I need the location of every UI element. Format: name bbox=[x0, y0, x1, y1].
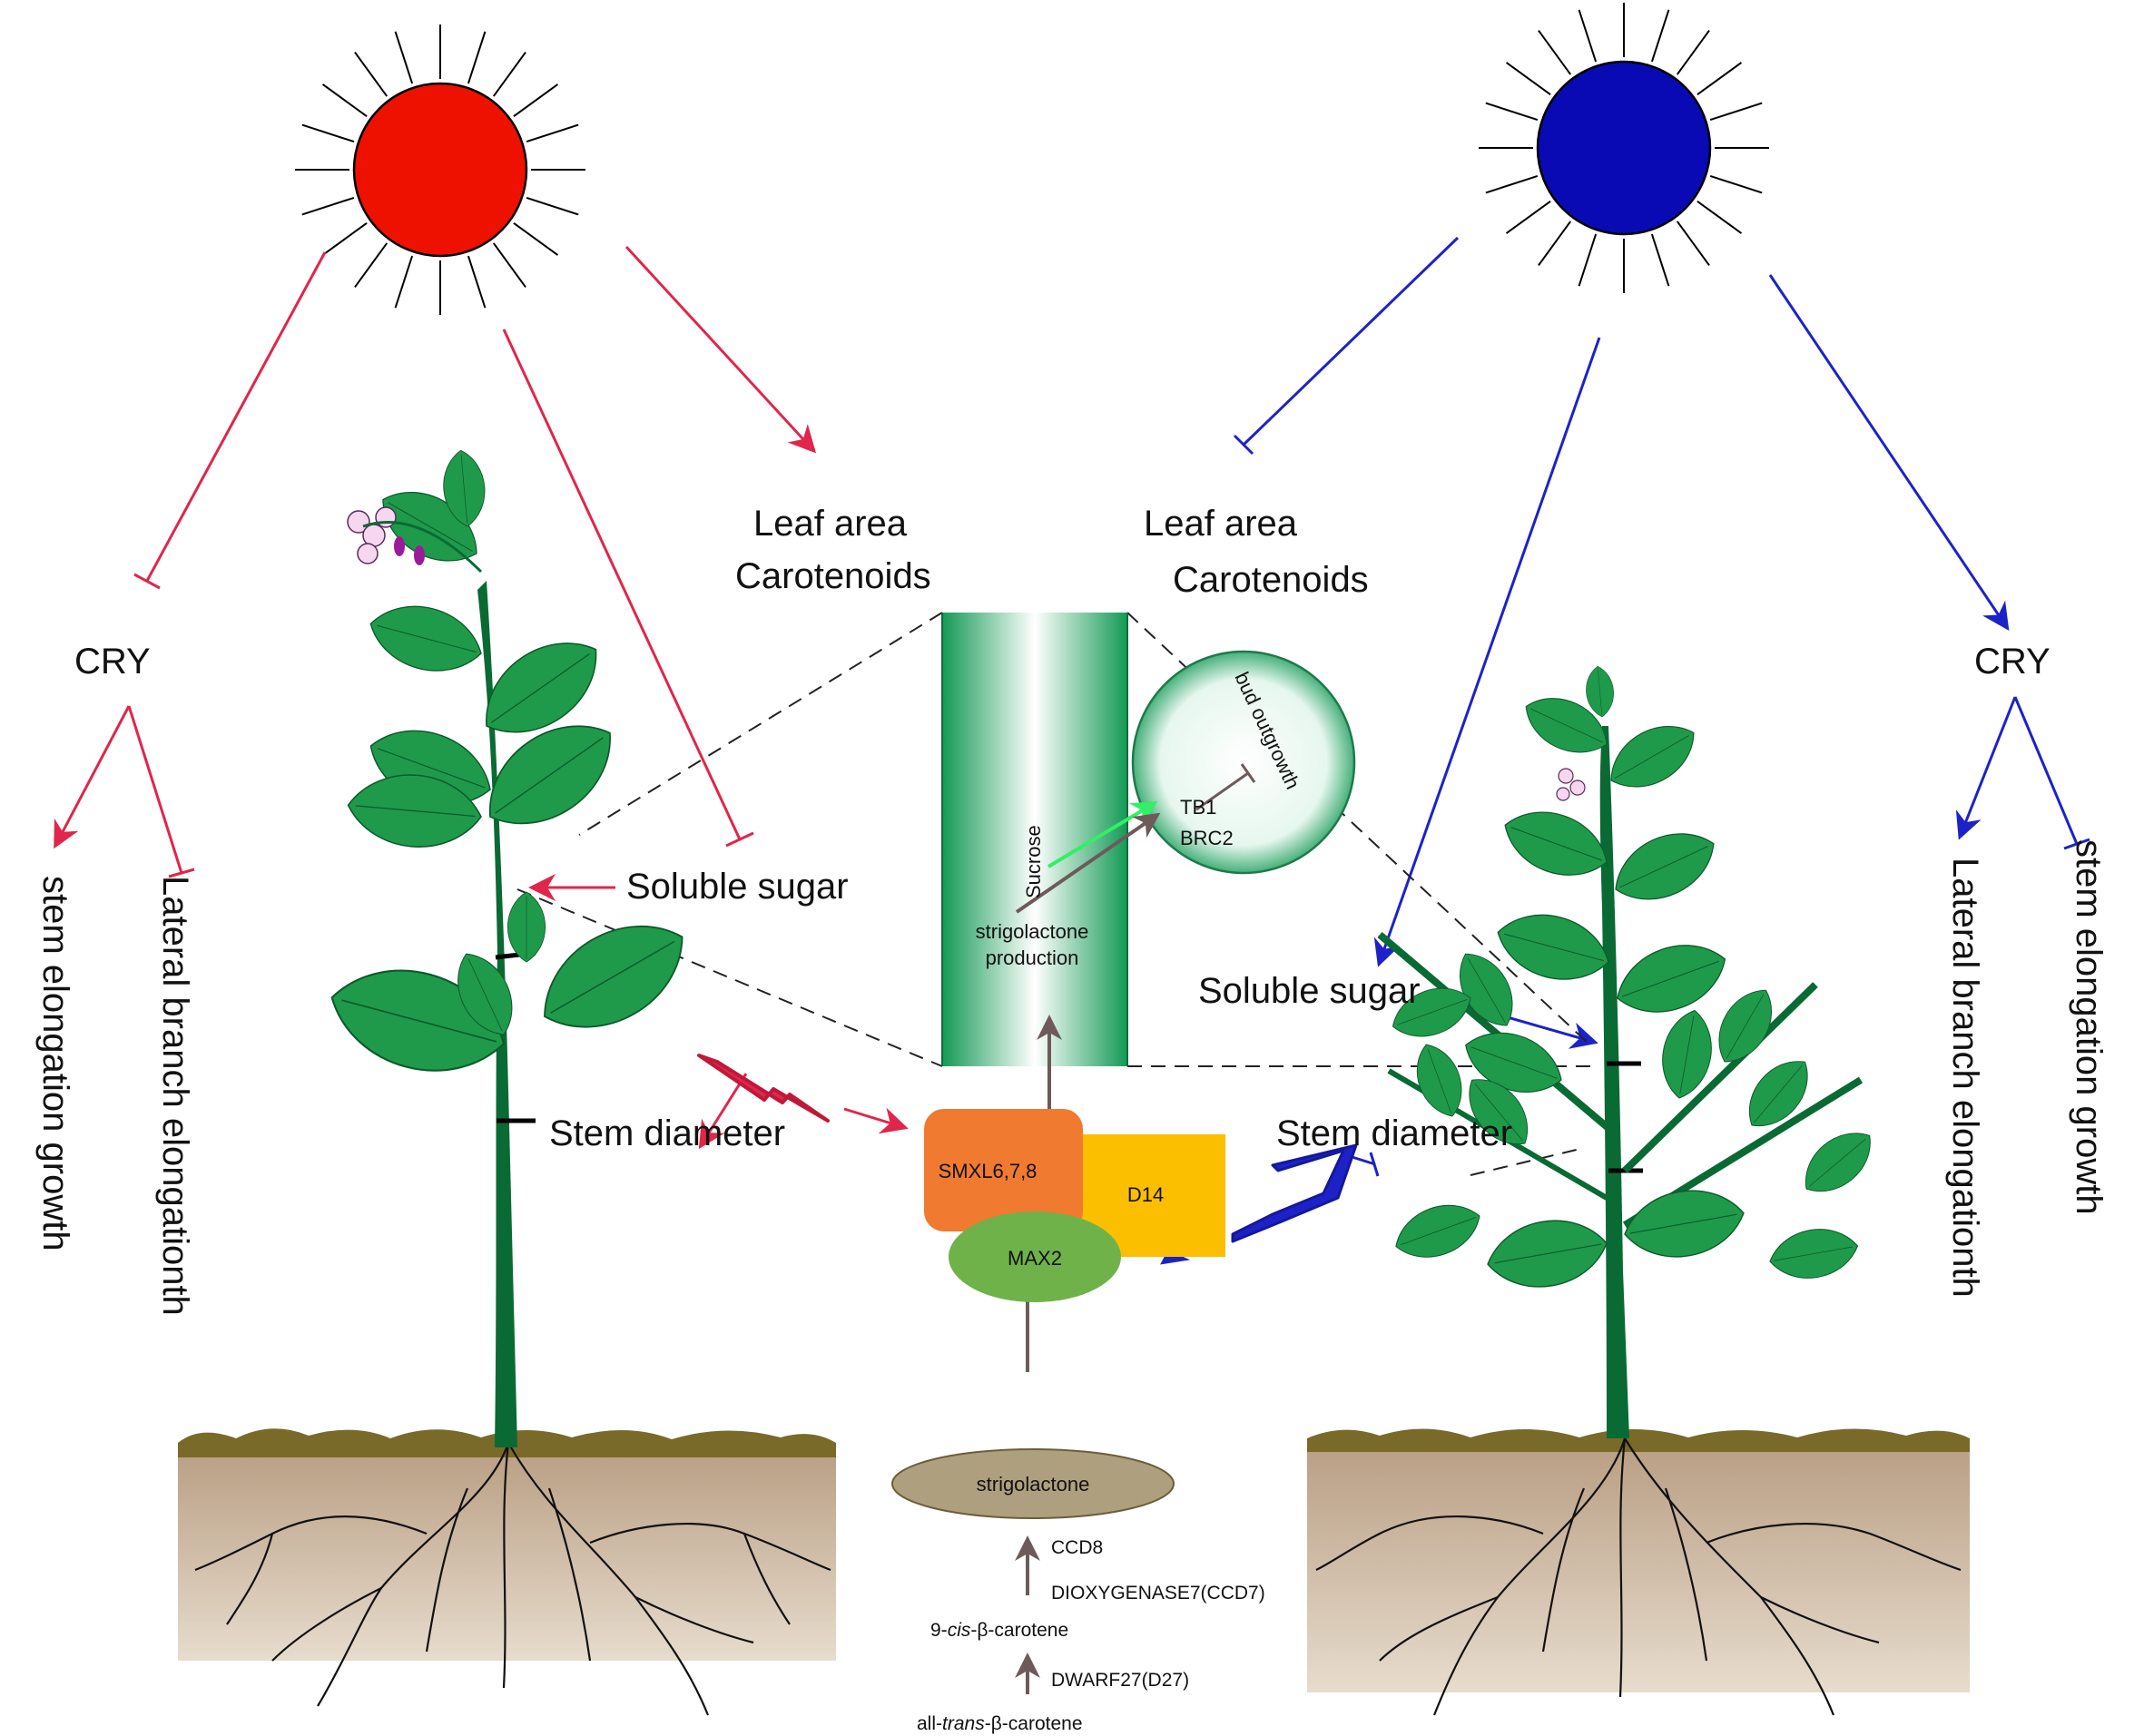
red-lightning-icon bbox=[697, 1054, 830, 1123]
ccd8-label: CCD8 bbox=[1051, 1537, 1103, 1558]
left-stem-elongation-label: stem elongation growth bbox=[35, 876, 75, 1251]
sun-ray bbox=[526, 123, 579, 143]
left-leaf-area-label: Leaf area bbox=[753, 504, 908, 544]
sucrose-label: Sucrose bbox=[1022, 825, 1045, 898]
sun-ray bbox=[1578, 233, 1598, 287]
right-leaf-area-label: Leaf area bbox=[1144, 504, 1298, 544]
blue-cry-to-lateral bbox=[1955, 696, 2017, 840]
left-carotenoids-label: Carotenoids bbox=[735, 556, 931, 596]
right-cry-label: CRY bbox=[1974, 642, 2051, 682]
left-lateral-branch-label: Lateral branch elongationth bbox=[155, 876, 195, 1316]
sun-ray bbox=[467, 255, 487, 309]
smxl-protein bbox=[924, 1109, 1083, 1231]
sun-ray bbox=[526, 196, 579, 216]
sun-ray bbox=[354, 242, 388, 289]
sun-ray bbox=[492, 242, 526, 289]
sun-ray bbox=[301, 196, 355, 216]
left-soluble-sugar-label: Soluble sugar bbox=[626, 867, 849, 907]
red-inhibit-soluble-sugar bbox=[502, 329, 742, 840]
sun-ray bbox=[1697, 62, 1743, 96]
trans-carotene-label: all-trans-β-carotene bbox=[917, 1713, 1083, 1734]
right-soluble-sugar-label: Soluble sugar bbox=[1198, 971, 1421, 1011]
red-inhibit-cry bbox=[145, 251, 327, 582]
ccd7-label: DIOXYGENASE7(CCD7) bbox=[1051, 1583, 1265, 1604]
strigolactone-label: strigolactone bbox=[977, 1473, 1090, 1496]
blue-lightning-icon bbox=[1231, 1143, 1358, 1243]
sun-ray bbox=[1505, 200, 1551, 234]
red-promote-leaf-area bbox=[625, 245, 817, 454]
sun-ray bbox=[354, 51, 388, 97]
sun-ray bbox=[1676, 221, 1710, 267]
bud-pathway-arrows bbox=[1015, 763, 1256, 914]
d14-label: D14 bbox=[1127, 1183, 1164, 1206]
left-plant-illustration bbox=[178, 447, 836, 1716]
red-cry-inhibit-lateral bbox=[127, 705, 183, 874]
blue-promote-soluble-sugar bbox=[1373, 337, 1601, 967]
strigolactone-node bbox=[891, 1448, 1175, 1519]
left-soil bbox=[178, 1443, 836, 1661]
cis-carotene-label: 9-cis-β-carotene bbox=[930, 1620, 1068, 1641]
sun-ray bbox=[513, 83, 559, 118]
sun-ray bbox=[1650, 233, 1670, 287]
sun-ray bbox=[1578, 9, 1598, 63]
sun-ray bbox=[1538, 29, 1572, 75]
left-flower-cluster bbox=[347, 506, 483, 574]
smxl-label: SMXL6,7,8 bbox=[939, 1160, 1038, 1182]
sun-ray bbox=[1650, 9, 1670, 63]
sun-ray bbox=[467, 31, 487, 84]
sl-production-label-2: production bbox=[986, 946, 1079, 969]
d27-label: DWARF27(D27) bbox=[1051, 1670, 1189, 1691]
red-zigzag-to-stem-diameter bbox=[698, 1073, 748, 1150]
sun-ray bbox=[1505, 62, 1551, 96]
tb1-label: TB1 bbox=[1180, 796, 1216, 819]
blue-sun-icon bbox=[1479, 3, 1769, 293]
max2-protein bbox=[949, 1211, 1121, 1302]
red-zigzag-to-smxl bbox=[843, 1107, 909, 1134]
sun-ray bbox=[1697, 200, 1743, 234]
sun-ray bbox=[321, 221, 368, 256]
sun-ray bbox=[1709, 102, 1763, 122]
red-cry-to-stem-elongation bbox=[54, 705, 131, 849]
right-stem-diameter-text: Stem diameter bbox=[1276, 1113, 1512, 1153]
left-cry-label: CRY bbox=[74, 642, 151, 682]
brc2-label: BRC2 bbox=[1180, 827, 1234, 849]
sun-ray bbox=[1485, 102, 1539, 122]
blue-inhibit-leaf-area bbox=[1242, 236, 1460, 446]
sun-ray bbox=[321, 83, 368, 118]
left-stem-diameter-label: Stem diameter bbox=[549, 1113, 785, 1153]
sun-ray bbox=[1538, 221, 1572, 267]
red-sun-icon bbox=[295, 25, 585, 315]
blue-promote-cry bbox=[1768, 274, 2010, 631]
sun-ray bbox=[1709, 174, 1763, 194]
sun-ray bbox=[301, 123, 355, 143]
blue-cry-inhibit-stem bbox=[2013, 696, 2079, 845]
sun-ray bbox=[513, 221, 559, 256]
sun-ray bbox=[394, 31, 414, 84]
red-light-effects bbox=[54, 245, 909, 1150]
right-carotenoids-label: Carotenoids bbox=[1173, 560, 1369, 600]
sl-production-label-1: strigolactone bbox=[976, 920, 1089, 943]
sun-ray bbox=[394, 255, 414, 309]
sun-ray bbox=[1485, 174, 1539, 194]
right-lateral-branch-label: Lateral branch elongationth bbox=[1945, 858, 1985, 1298]
right-flower-cluster bbox=[1556, 768, 1586, 801]
right-plant-illustration bbox=[1307, 664, 1970, 1716]
right-stem-elongation-label: stem elongation growth bbox=[2069, 839, 2109, 1215]
sun-ray bbox=[1676, 29, 1710, 75]
axillary-bud-circle bbox=[1131, 650, 1356, 875]
max2-label: MAX2 bbox=[1008, 1247, 1062, 1270]
right-soil bbox=[1307, 1438, 1970, 1692]
sun-ray bbox=[492, 51, 526, 97]
